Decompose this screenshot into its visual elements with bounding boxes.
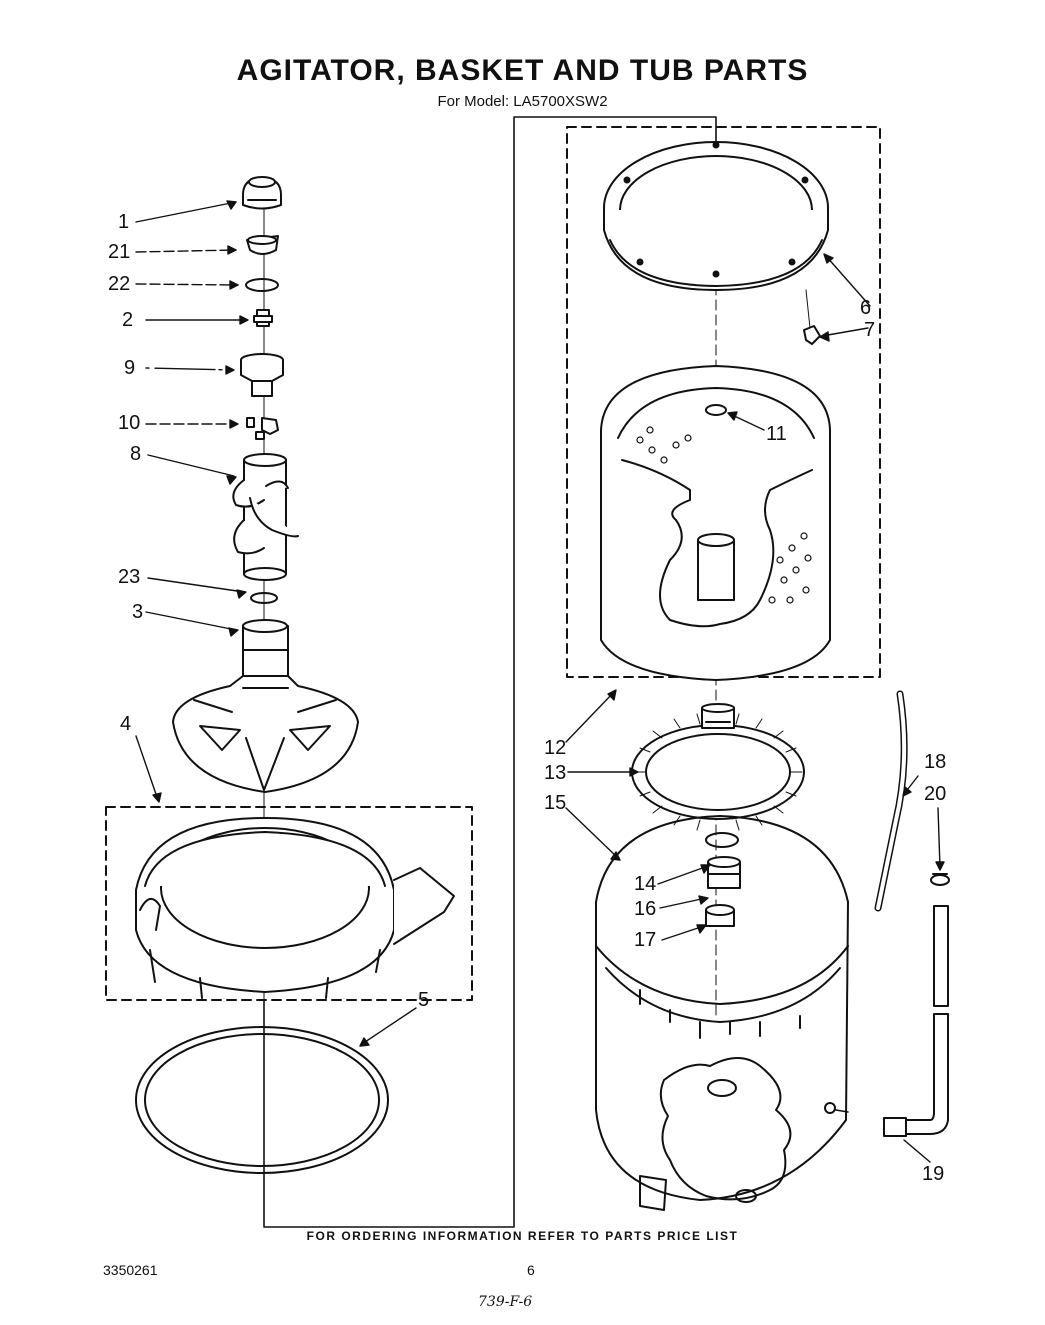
part-4-group-box [105,806,473,1001]
tub-ring-clip-part [803,325,821,345]
callout-18: 18 [924,751,947,773]
callout-6: 6 [860,297,872,319]
pump-hose-inner [876,692,907,910]
callout-8: 8 [130,443,142,465]
tub-seal-part [707,856,741,889]
callout-2: 2 [122,309,134,331]
callout-12: 12 [544,737,567,759]
callout-5: 5 [418,989,430,1011]
tub-ring-part [603,141,829,291]
callout-15: 15 [544,792,567,814]
callout-23: 23 [118,566,141,588]
cam-part [246,235,279,255]
agitator-auger-part [232,453,299,581]
drive-gear-part [631,703,805,820]
callout-9: 9 [124,357,136,379]
agitator-cap-part [242,176,282,210]
agitator-base-part [172,619,359,793]
callout-11: 11 [766,423,787,445]
wash-basket-part [600,365,831,681]
callout-10: 10 [118,412,141,434]
bolt-part [253,309,273,327]
leader-lines [135,200,945,1163]
model-subtitle: For Model: LA5700XSW2 [437,93,608,110]
seal-ring-part [250,592,278,604]
callout-14: 14 [634,873,657,895]
callout-1: 1 [118,211,130,233]
document-number: 3350261 [103,1262,158,1278]
tub-gasket-part [135,1026,389,1174]
callout-22: 22 [108,273,131,295]
tub-nut-part [705,904,735,927]
page-title: AGITATOR, BASKET AND TUB PARTS [236,54,809,87]
basket-ring-part [135,817,455,999]
hose-clamp-part [930,873,950,886]
clip-wire [805,289,811,329]
callout-20: 20 [924,783,947,805]
ordering-info-note: FOR ORDERING INFORMATION REFER TO PARTS … [306,1229,739,1243]
page-number: 6 [527,1262,535,1278]
callout-3: 3 [132,601,144,623]
agitator-dogs-part [246,417,279,440]
retaining-ring-part [705,832,739,848]
drain-hose-part [883,905,949,1137]
callout-4: 4 [120,713,132,735]
dog-retainer-part [240,353,284,397]
callout-21: 21 [108,241,131,263]
callout-19: 19 [922,1163,945,1185]
callout-16: 16 [634,898,657,920]
assembly-connector-line [263,116,717,1228]
callout-13: 13 [544,762,567,784]
o-ring-part [245,278,279,292]
handwritten-code: 739-F-6 [478,1294,533,1310]
callout-7: 7 [864,319,876,341]
callout-17: 17 [634,929,657,951]
